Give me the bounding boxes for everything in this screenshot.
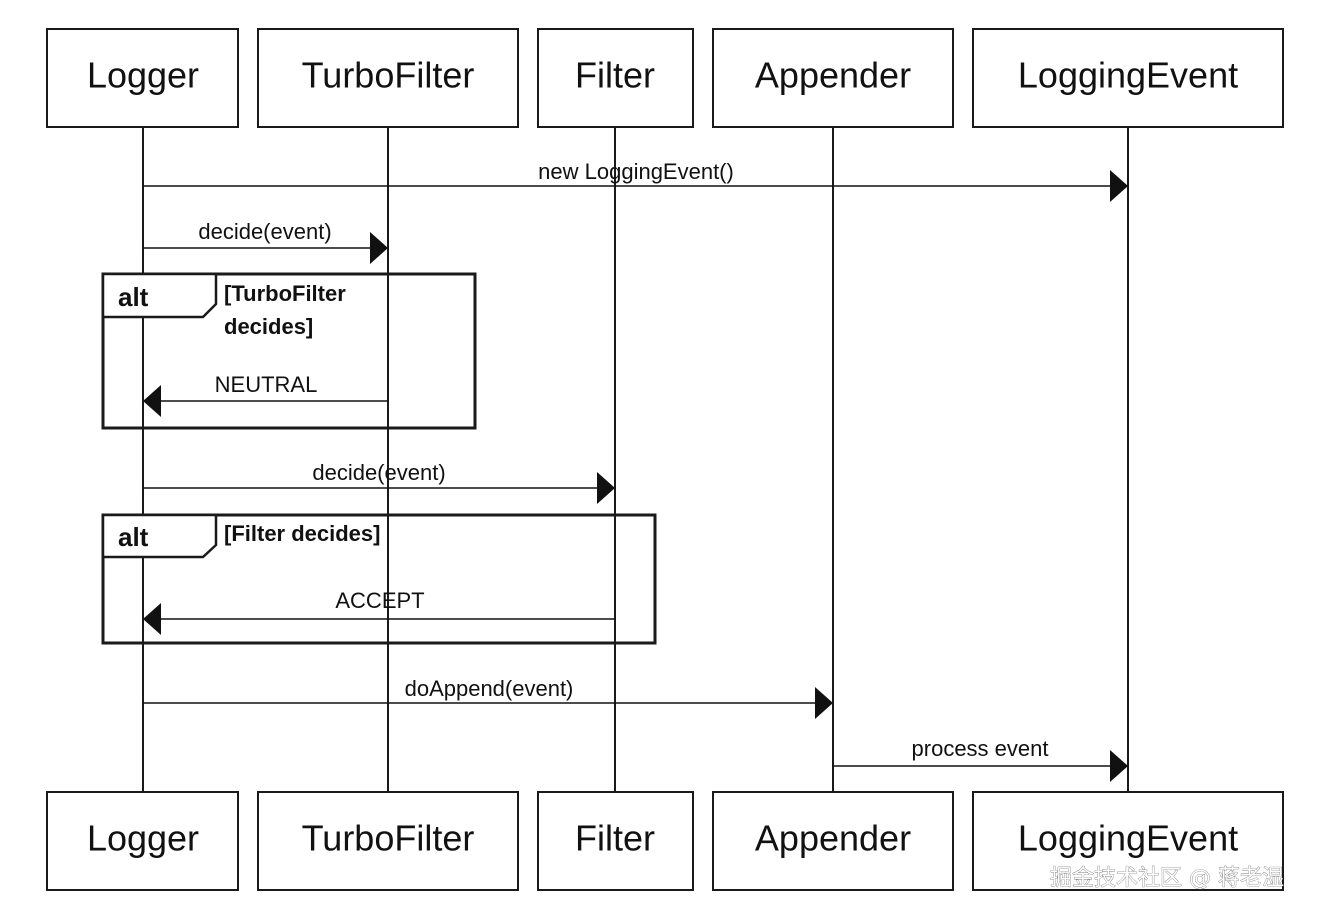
alt-frame-turbofilter: alt [TurboFilter decides]: [101, 272, 477, 430]
participants-top: Logger TurboFilter Filter Appender Loggi…: [46, 28, 1284, 128]
participant-appender-top: Appender: [712, 28, 954, 128]
participant-turbofilter-top: TurboFilter: [257, 28, 519, 128]
participant-label: TurboFilter: [302, 818, 475, 859]
message-label: process event: [912, 736, 1049, 761]
watermark-text: 掘金技术社区 @ 蒋老湿: [1050, 866, 1284, 891]
message-filter-accept: ACCEPT: [143, 588, 615, 635]
participant-logger-top: Logger: [46, 28, 239, 128]
participant-filter-bottom: Filter: [537, 791, 694, 891]
participant-label: TurboFilter: [302, 55, 475, 96]
participant-filter-top: Filter: [537, 28, 694, 128]
message-label: ACCEPT: [335, 588, 424, 613]
arrowhead-right-icon: [815, 687, 833, 719]
alt-frame-filter: alt [Filter decides]: [101, 513, 657, 645]
participant-turbofilter-bottom: TurboFilter: [257, 791, 519, 891]
message-turbofilter-decide: decide(event): [143, 219, 388, 264]
participants-bottom: Logger TurboFilter Filter Appender Loggi…: [46, 791, 1284, 891]
message-doappend: doAppend(event): [143, 676, 833, 719]
message-turbofilter-neutral: NEUTRAL: [143, 372, 388, 417]
arrowhead-right-icon: [597, 472, 615, 504]
frame-guard-line: decides]: [224, 314, 313, 339]
participant-label: Filter: [575, 818, 655, 859]
participant-appender-bottom: Appender: [712, 791, 954, 891]
message-label: new LoggingEvent(): [538, 159, 734, 184]
lifelines: [142, 127, 1129, 792]
arrowhead-right-icon: [370, 232, 388, 264]
message-process-event: process event: [833, 736, 1128, 782]
arrowhead-right-icon: [1110, 170, 1128, 202]
frame-operator: alt: [118, 522, 149, 552]
participant-loggingevent-bottom: LoggingEvent: [972, 791, 1284, 891]
message-new-loggingevent: new LoggingEvent(): [143, 159, 1128, 202]
participant-label: LoggingEvent: [1018, 55, 1238, 96]
message-label: NEUTRAL: [215, 372, 318, 397]
frame-guard-line: [TurboFilter: [224, 281, 346, 306]
message-label: decide(event): [198, 219, 331, 244]
message-filter-decide: decide(event): [143, 460, 615, 504]
arrowhead-left-icon: [143, 385, 161, 417]
participant-label: Appender: [755, 818, 911, 859]
participant-label: Appender: [755, 55, 911, 96]
message-label: doAppend(event): [405, 676, 574, 701]
arrowhead-right-icon: [1110, 750, 1128, 782]
participant-loggingevent-top: LoggingEvent: [972, 28, 1284, 128]
frame-guard-line: [Filter decides]: [224, 521, 380, 546]
frame-operator: alt: [118, 282, 149, 312]
participant-label: Logger: [87, 818, 199, 859]
participant-logger-bottom: Logger: [46, 791, 239, 891]
participant-label: LoggingEvent: [1018, 818, 1238, 859]
participant-label: Logger: [87, 55, 199, 96]
arrowhead-left-icon: [143, 603, 161, 635]
message-label: decide(event): [312, 460, 445, 485]
participant-label: Filter: [575, 55, 655, 96]
